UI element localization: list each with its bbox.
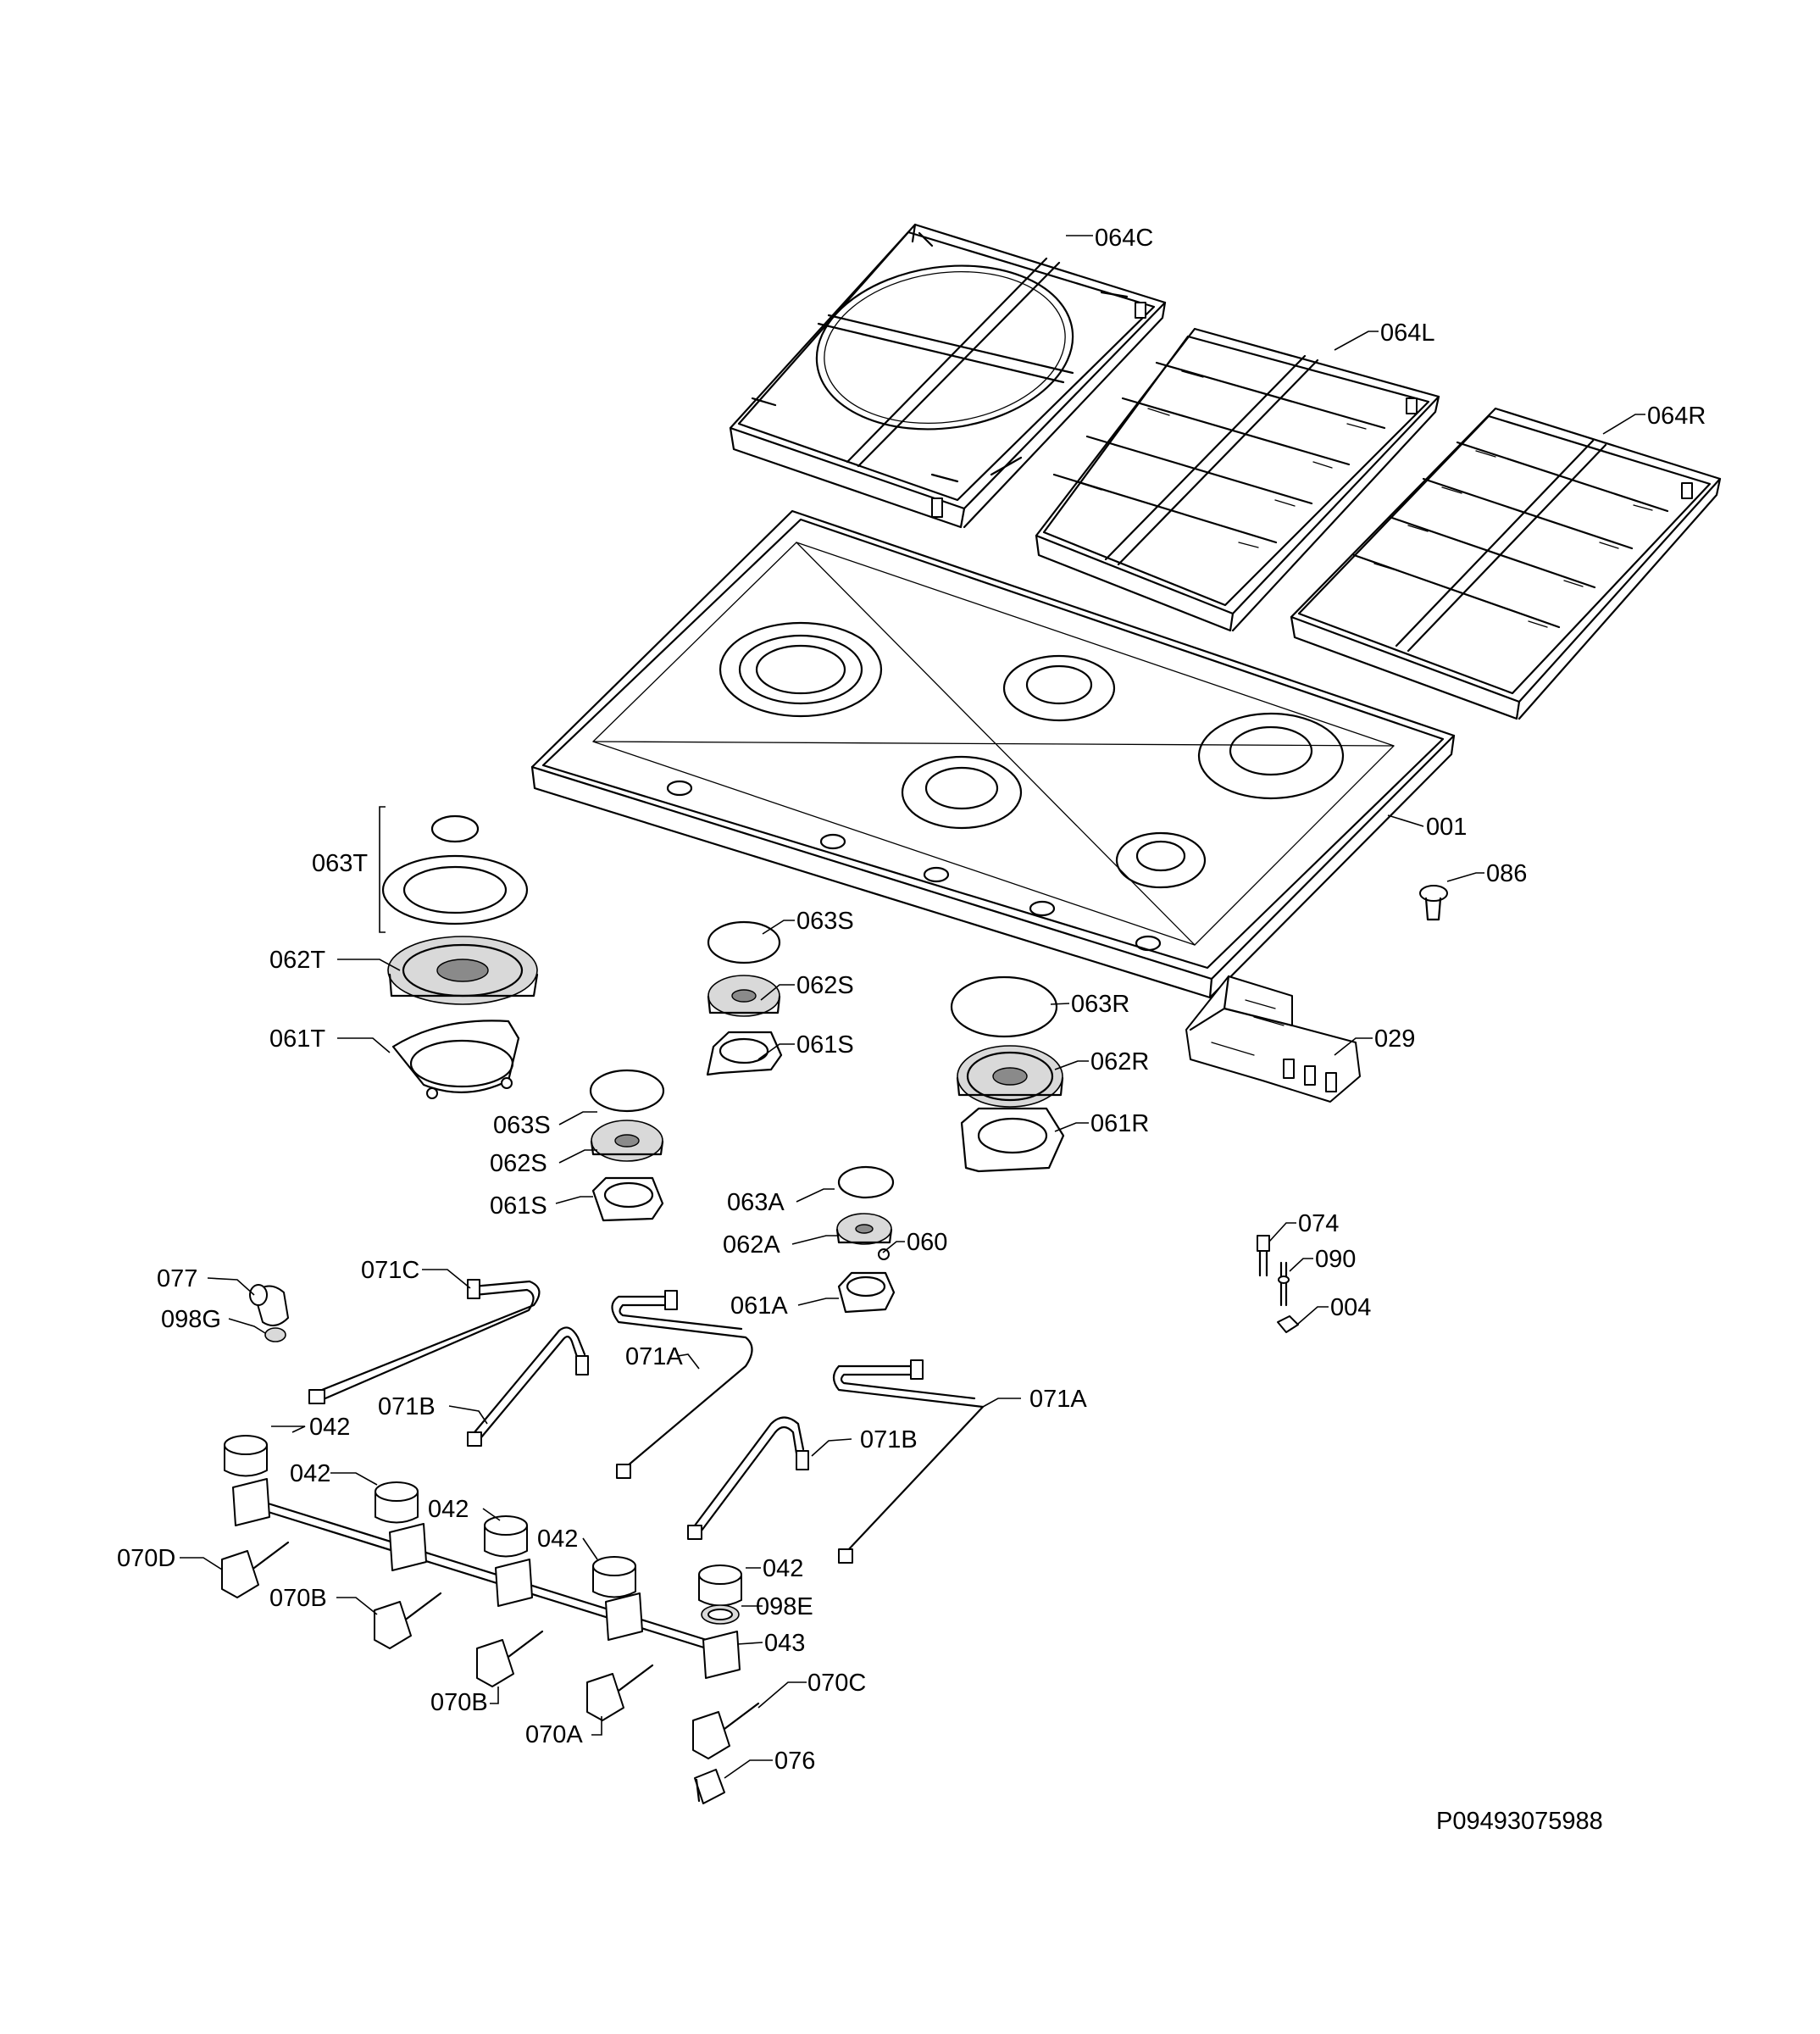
label-062s-top: 062S xyxy=(796,972,854,999)
label-071c: 071C xyxy=(361,1257,419,1284)
clip-004 xyxy=(1277,1315,1299,1333)
label-042-3: 042 xyxy=(428,1496,469,1523)
hob-top xyxy=(530,509,1456,999)
ignition-unit xyxy=(1185,975,1361,1103)
burner-s-top xyxy=(706,920,783,1076)
burner-r xyxy=(950,975,1065,1173)
grate-left xyxy=(1035,327,1440,632)
label-064c: 064C xyxy=(1095,225,1153,252)
label-070d: 070D xyxy=(117,1545,175,1572)
label-077: 077 xyxy=(157,1265,197,1292)
burner-s-bottom xyxy=(589,1069,665,1222)
label-070b-1: 070B xyxy=(269,1585,327,1612)
burner-t xyxy=(379,806,539,1099)
document-code: P09493075988 xyxy=(1436,1808,1603,1835)
label-070a: 070A xyxy=(525,1721,583,1748)
label-042-2: 042 xyxy=(290,1460,330,1487)
label-001: 001 xyxy=(1426,814,1467,841)
label-062s-bottom: 062S xyxy=(490,1150,547,1177)
label-061s-top: 061S xyxy=(796,1031,854,1059)
label-060: 060 xyxy=(907,1229,947,1256)
label-062t: 062T xyxy=(269,947,325,974)
knob-cap-086 xyxy=(1419,885,1448,921)
leader-lines xyxy=(180,235,1645,1779)
label-061t: 061T xyxy=(269,1025,325,1053)
label-071b-right: 071B xyxy=(860,1426,918,1453)
label-043: 043 xyxy=(764,1630,805,1657)
elbow-077 xyxy=(249,1284,289,1342)
label-063a: 063A xyxy=(727,1189,785,1216)
label-071a-center: 071A xyxy=(625,1343,683,1370)
knobs xyxy=(224,1435,742,1625)
label-042-4: 042 xyxy=(537,1526,578,1553)
burner-a xyxy=(835,1165,896,1314)
label-086: 086 xyxy=(1486,860,1527,887)
label-061r: 061R xyxy=(1090,1110,1149,1137)
label-074: 074 xyxy=(1298,1210,1339,1237)
label-070c: 070C xyxy=(807,1670,866,1697)
thermocouple xyxy=(1278,1261,1290,1307)
label-064l: 064L xyxy=(1380,320,1435,347)
label-061a: 061A xyxy=(730,1292,788,1320)
grate-center xyxy=(729,223,1167,529)
grate-right xyxy=(1290,407,1722,720)
bracket-076 xyxy=(694,1769,725,1804)
label-042-1: 042 xyxy=(309,1414,350,1441)
label-042-5: 042 xyxy=(763,1555,803,1582)
label-061s-bottom: 061S xyxy=(490,1192,547,1220)
label-063r: 063R xyxy=(1071,991,1129,1018)
label-063s-top: 063S xyxy=(796,908,854,935)
label-090: 090 xyxy=(1315,1246,1356,1273)
valves xyxy=(221,1541,760,1759)
gas-rail xyxy=(232,1478,741,1679)
part-labels: 064C 064L 064R 001 086 029 063T 062T 061… xyxy=(117,225,1706,1835)
label-071b-left: 071B xyxy=(378,1393,436,1420)
label-063s-bottom: 063S xyxy=(493,1112,551,1139)
label-004: 004 xyxy=(1330,1294,1371,1321)
label-076: 076 xyxy=(774,1748,815,1775)
label-064r: 064R xyxy=(1647,403,1706,430)
pipes xyxy=(308,1279,985,1564)
label-029: 029 xyxy=(1374,1025,1415,1053)
label-098g: 098G xyxy=(161,1306,221,1333)
label-098e: 098E xyxy=(756,1593,813,1620)
label-062a: 062A xyxy=(723,1231,780,1259)
label-070b-2: 070B xyxy=(430,1689,488,1716)
label-071a-right: 071A xyxy=(1029,1386,1087,1413)
label-062r: 062R xyxy=(1090,1048,1149,1075)
label-063t: 063T xyxy=(312,850,368,877)
spark-plug xyxy=(1257,1235,1270,1277)
